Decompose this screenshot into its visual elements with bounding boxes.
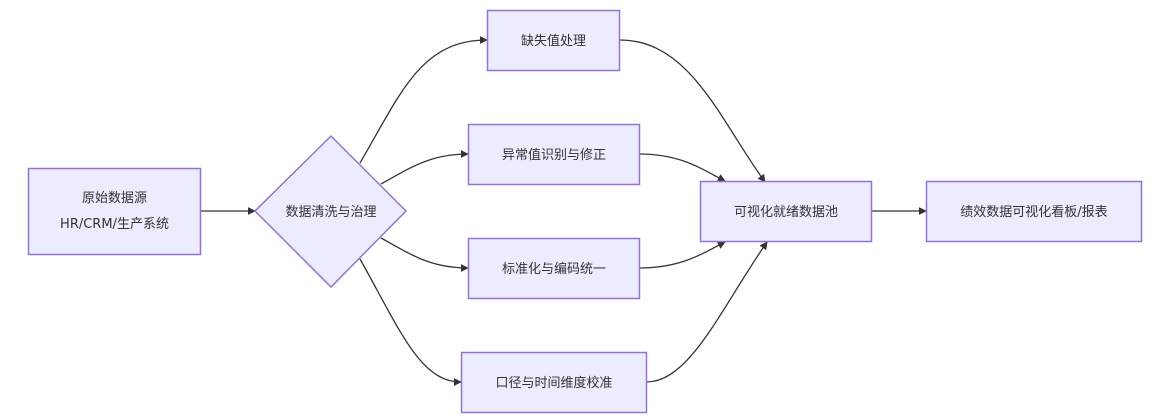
node-cleaning[interactable]: 数据清洗与治理 (253, 134, 408, 289)
node-outlier[interactable]: 异常值识别与修正 (467, 123, 641, 186)
node-outlier-label: 异常值识别与修正 (502, 147, 606, 163)
node-missing-label: 缺失值处理 (521, 33, 586, 49)
node-missing[interactable]: 缺失值处理 (486, 9, 621, 72)
node-cleaning-label: 数据清洗与治理 (285, 205, 376, 220)
node-pool-label: 可视化就绪数据池 (734, 205, 838, 220)
edges (201, 36, 927, 386)
edge-outlier-to-pool (638, 153, 726, 182)
node-dashboard[interactable]: 绩效数据可视化看板/报表 (925, 180, 1143, 243)
node-source-title: 原始数据源 (82, 191, 147, 206)
node-pool[interactable]: 可视化就绪数据池 (699, 180, 873, 243)
edge-cleaning-to-outlier (380, 150, 469, 185)
edge-missing-to-pool (619, 39, 766, 183)
node-source-subtitle: HR/CRM/生产系统 (60, 217, 169, 232)
node-standardize-label: 标准化与编码统一 (502, 262, 606, 277)
edge-cleaning-to-standardize (380, 237, 469, 272)
edge-cleaning-to-missing (359, 36, 488, 164)
edge-calibrate-to-pool (645, 241, 768, 383)
node-dashboard-label: 绩效数据可视化看板/报表 (960, 204, 1107, 220)
node-standardize[interactable]: 标准化与编码统一 (467, 237, 641, 300)
node-source[interactable]: 原始数据源 HR/CRM/生产系统 (27, 167, 202, 256)
edge-cleaning-to-calibrate (359, 258, 462, 386)
edge-standardize-to-pool (638, 241, 726, 269)
node-calibrate-label: 口径与时间维度校准 (495, 375, 612, 391)
node-calibrate[interactable]: 口径与时间维度校准 (460, 351, 648, 414)
